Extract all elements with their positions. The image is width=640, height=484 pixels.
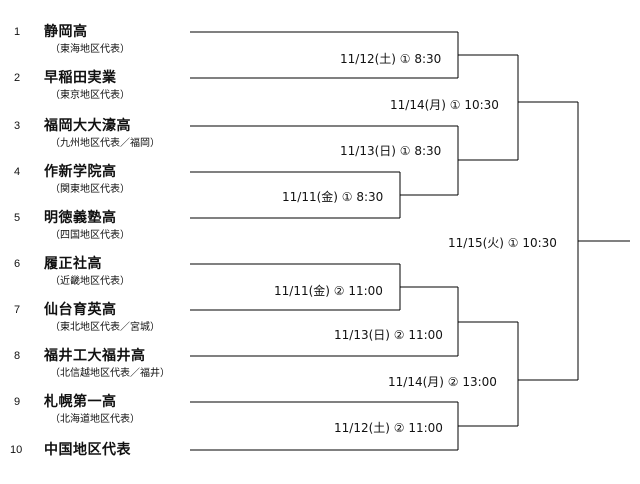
match-label-final: 11/15(火) ① 10:30 — [448, 236, 557, 250]
team-name: 札幌第一高 — [44, 394, 117, 410]
match-label-w67-8: 11/13(日) ② 11:00 — [334, 328, 443, 342]
team-region: （関東地区代表） — [50, 184, 130, 195]
team-name: 早稲田実業 — [44, 70, 117, 86]
match-label-lower-final: 11/14(月) ② 13:00 — [388, 375, 497, 389]
team-name: 明徳義塾高 — [44, 210, 117, 226]
team-name: 仙台育英高 — [44, 302, 117, 318]
team-seed: 9 — [14, 396, 21, 408]
team-region: （九州地区代表／福岡） — [50, 138, 160, 149]
match-label-9-10: 11/12(土) ② 11:00 — [334, 421, 443, 435]
team-seed: 7 — [14, 304, 21, 316]
team-region: （北信越地区代表／福井） — [50, 368, 170, 379]
team-seed: 10 — [10, 444, 23, 456]
team-seed: 3 — [14, 120, 21, 132]
match-label-1-2: 11/12(土) ① 8:30 — [340, 52, 442, 66]
team-region: （東北地区代表／宮城） — [50, 322, 160, 333]
team-region: （東海地区代表） — [50, 44, 130, 55]
team-region: （近畿地区代表） — [50, 276, 130, 287]
team-name: 福岡大大濠高 — [44, 118, 131, 134]
team-region: （四国地区代表） — [50, 230, 130, 241]
team-name: 静岡高 — [44, 24, 88, 40]
team-name: 作新学院高 — [44, 164, 117, 180]
match-label-4-5: 11/11(金) ① 8:30 — [282, 190, 384, 204]
team-name: 履正社高 — [44, 256, 102, 272]
match-label-6-7: 11/11(金) ② 11:00 — [274, 284, 383, 298]
match-label-upper-final: 11/14(月) ① 10:30 — [390, 98, 499, 112]
team-seed: 2 — [14, 72, 21, 84]
team-seed: 5 — [14, 212, 21, 224]
team-name: 福井工大福井高 — [44, 348, 146, 364]
match-label-3-w45: 11/13(日) ① 8:30 — [340, 144, 442, 158]
team-seed: 6 — [14, 258, 21, 270]
team-region: （北海道地区代表） — [50, 414, 140, 425]
team-name: 中国地区代表 — [44, 442, 131, 458]
team-seed: 4 — [14, 166, 21, 178]
team-region: （東京地区代表） — [50, 90, 130, 101]
team-seed: 1 — [14, 26, 21, 38]
team-seed: 8 — [14, 350, 21, 362]
